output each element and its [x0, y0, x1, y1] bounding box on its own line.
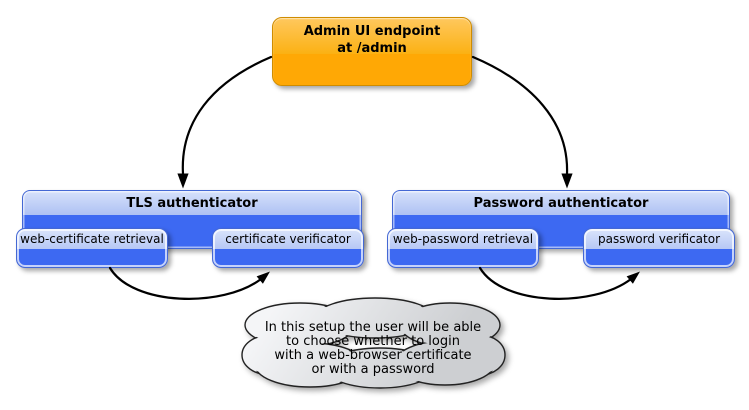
note-line: to choose whether to login [286, 334, 460, 349]
tls-authenticator-title: TLS authenticator [126, 196, 258, 211]
certificate-verificator-node: certificate verificator [212, 228, 364, 268]
password-authenticator-title: Password authenticator [473, 196, 649, 211]
admin-ui-endpoint-node: Admin UI endpoint at /admin [272, 17, 472, 86]
note-line: In this setup the user will be able [264, 320, 482, 335]
note-line: with a web-browser certificate [274, 348, 472, 363]
note-cloud-text: In this setup the user will be able to c… [248, 321, 498, 377]
password-verificator-node: password verificator [583, 228, 735, 268]
web-certificate-retrieval-node: web-certificate retrieval [16, 228, 168, 268]
note-line: or with a password [311, 362, 435, 377]
endpoint-label-line1: Admin UI endpoint [303, 24, 441, 39]
web-password-retrieval-node: web-password retrieval [387, 228, 539, 268]
endpoint-label-line2: at /admin [337, 41, 407, 56]
